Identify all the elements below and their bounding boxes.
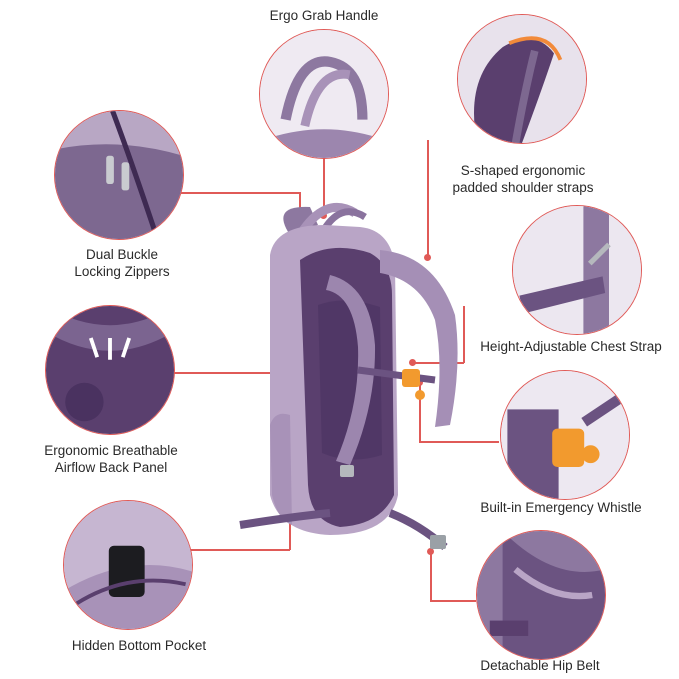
handle-detail [260,30,388,158]
label-bottom-pocket: Hidden Bottom Pocket [71,638,207,653]
label-shoulder-straps-line2: padded shoulder straps [452,180,594,195]
zipper-detail [55,111,183,239]
hip-belt-detail-circle [476,530,606,660]
handle-detail-circle [259,29,389,159]
connector-whistle-v [419,383,421,441]
label-back-panel-line1: Ergonomic Breathable [44,443,178,458]
label-chest-strap: Height-Adjustable Chest Strap [480,339,662,354]
back-panel-detail-circle [45,305,175,435]
connector-dot-hip [427,548,434,555]
connector-hip-h [430,600,476,602]
label-hip-belt: Detachable Hip Belt [480,658,600,673]
label-zippers-line1: Dual Buckle [85,247,159,262]
connector-whistle-h [419,441,499,443]
pocket-detail-circle [63,500,193,630]
label-whistle: Built-in Emergency Whistle [480,500,642,515]
connector-hip-v [430,552,432,600]
connector-back-h [173,372,325,374]
label-shoulder-straps-line1: S-shaped ergonomic [460,163,586,178]
backpack-illustration [239,202,458,551]
strap-detail [458,15,586,143]
connector-handle [323,158,325,216]
connector-pocket-h [180,549,290,551]
pocket-detail [64,501,192,629]
hip-belt-detail [477,531,605,659]
connector-dot-chest [409,359,416,366]
label-ergo-grab-handle: Ergo Grab Handle [269,8,379,23]
chest-strap-detail [513,206,641,334]
label-back-panel-line2: Airflow Back Panel [54,460,168,475]
connector-zipper-h [176,192,300,194]
connector-shoulder-v [427,140,429,258]
shoulder-strap-detail-circle [457,14,587,144]
label-zippers-line2: Locking Zippers [74,264,170,279]
whistle-detail-circle [500,370,630,500]
zipper-detail-circle [54,110,184,240]
connector-chest-h [412,362,464,364]
back-panel-detail [46,306,174,434]
connector-chest-v [463,306,465,363]
whistle-detail [501,371,629,499]
chest-strap-detail-circle [512,205,642,335]
connector-dot-shoulder [424,254,431,261]
